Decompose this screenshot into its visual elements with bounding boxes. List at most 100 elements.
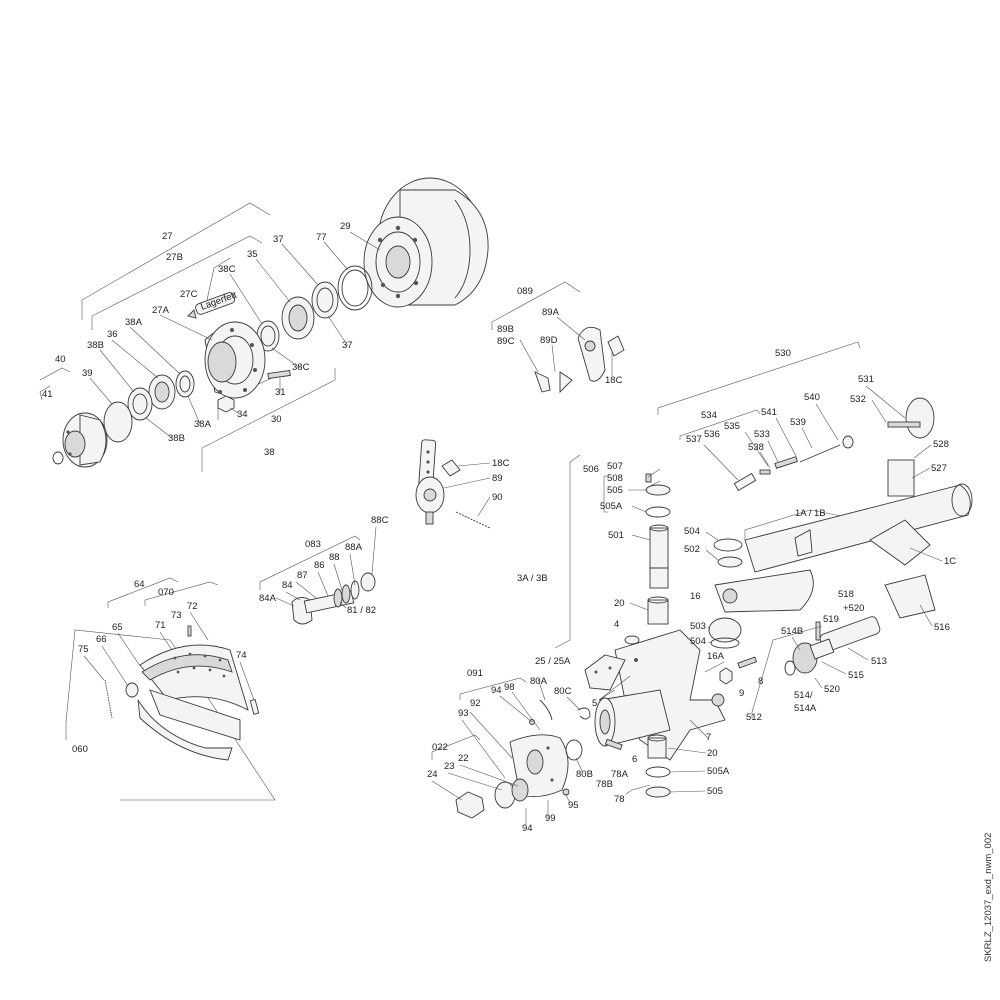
- label-40: 40: [55, 354, 66, 365]
- wheel-stud: [267, 369, 291, 380]
- cover-505-top: [645, 484, 671, 496]
- seal-505A-bottom: [645, 766, 671, 778]
- label-18C-mid: 18C: [492, 458, 510, 469]
- label-27B: 27B: [166, 252, 183, 263]
- label-532: 532: [850, 394, 866, 405]
- label-75: 75: [78, 644, 89, 655]
- label-37-top: 37: [273, 234, 284, 245]
- washer-23: [494, 781, 516, 809]
- label-9: 9: [739, 688, 744, 699]
- chamber-bracket: [559, 326, 606, 394]
- seal-ring-77: [337, 265, 373, 311]
- screw-507: [645, 473, 652, 483]
- label-070: 070: [158, 587, 174, 598]
- label-27: 27: [162, 231, 173, 242]
- label-92: 92: [470, 698, 481, 709]
- label-18C-top: 18C: [605, 375, 623, 386]
- ring-38A: [175, 370, 195, 398]
- group-022-leader: [431, 734, 481, 760]
- camshaft: [291, 580, 360, 625]
- label-5: 5: [592, 698, 597, 709]
- washer-22: [511, 778, 529, 802]
- spindle-nut-24: [455, 791, 485, 819]
- knuckle-arm-25: [584, 654, 626, 691]
- label-leader-lines: [83, 231, 943, 826]
- label-89: 89: [492, 473, 503, 484]
- label-20-top: 20: [614, 598, 625, 609]
- tie-rod-513: [784, 616, 881, 676]
- label-527: 527: [931, 463, 947, 474]
- cap-4: [624, 635, 640, 645]
- label-516: 516: [934, 622, 950, 633]
- label-72: 72: [187, 601, 198, 612]
- label-78A: 78A: [611, 769, 629, 780]
- group-530-leader: [657, 341, 861, 415]
- label-37-bottom: 37: [342, 340, 353, 351]
- label-514A: 514A: [794, 703, 817, 714]
- label-95: 95: [568, 800, 579, 811]
- label-38C-top: 38C: [218, 264, 236, 275]
- bracket-527: [887, 459, 915, 497]
- label-81-82: 81 / 82: [347, 605, 376, 616]
- clip-18C-top: [607, 335, 625, 357]
- gasket-39: [103, 401, 133, 443]
- clip-80A: [539, 699, 553, 721]
- label-520: 520: [824, 684, 840, 695]
- label-94-top: 94: [491, 685, 502, 696]
- label-083: 083: [305, 539, 321, 550]
- label-514B: 514B: [781, 626, 803, 637]
- label-502: 502: [684, 544, 700, 555]
- label-538: 538: [748, 442, 764, 453]
- label-24: 24: [427, 769, 438, 780]
- label-27C: 27C: [180, 289, 198, 300]
- label-23: 23: [444, 761, 455, 772]
- clip-18C-mid: [441, 459, 461, 477]
- label-514: 514/: [794, 690, 813, 701]
- label-65: 65: [112, 622, 123, 633]
- label-38C-bottom: 38C: [292, 362, 310, 373]
- label-80B: 80B: [576, 769, 593, 780]
- label-505-bottom: 505: [707, 786, 723, 797]
- label-530: 530: [775, 348, 791, 359]
- label-89A: 89A: [542, 307, 560, 318]
- hub-cap: [52, 412, 108, 468]
- label-505-top: 505: [607, 485, 623, 496]
- label-512: 512: [746, 712, 762, 723]
- label-93: 93: [458, 708, 469, 719]
- group-3A-leader: [554, 454, 581, 649]
- group-083-leader: [259, 535, 361, 590]
- label-78: 78: [614, 794, 625, 805]
- label-501: 501: [608, 530, 624, 541]
- label-504-mid: 504: [690, 636, 706, 647]
- king-pin: [649, 524, 669, 589]
- bushing-88C: [360, 572, 376, 592]
- label-41: 41: [42, 389, 53, 400]
- label-506: 506: [583, 464, 599, 475]
- bolt-519: [815, 621, 821, 641]
- label-25-25A: 25 / 25A: [535, 656, 571, 667]
- label-091: 091: [467, 668, 483, 679]
- label-38: 38: [264, 447, 275, 458]
- label-73: 73: [171, 610, 182, 621]
- seal-505A-top: [645, 506, 671, 518]
- label-38A-bottom: 38A: [194, 419, 212, 430]
- pin-74: [249, 698, 260, 715]
- label-518: 518: [838, 589, 854, 600]
- label-540: 540: [804, 392, 820, 403]
- label-78B: 78B: [596, 779, 613, 790]
- label-29: 29: [340, 221, 351, 232]
- label-533: 533: [754, 429, 770, 440]
- label-38B-bottom: 38B: [168, 433, 185, 444]
- return-spring: [104, 679, 113, 719]
- label-16: 16: [690, 591, 701, 602]
- label-88: 88: [329, 552, 340, 563]
- pin-78: [604, 738, 623, 751]
- label-515: 515: [848, 670, 864, 681]
- label-74: 74: [236, 650, 247, 661]
- label-4: 4: [614, 619, 619, 630]
- brake-drum: [363, 177, 489, 308]
- label-508: 508: [607, 473, 623, 484]
- group-091-leader: [459, 677, 527, 700]
- label-513: 513: [871, 656, 887, 667]
